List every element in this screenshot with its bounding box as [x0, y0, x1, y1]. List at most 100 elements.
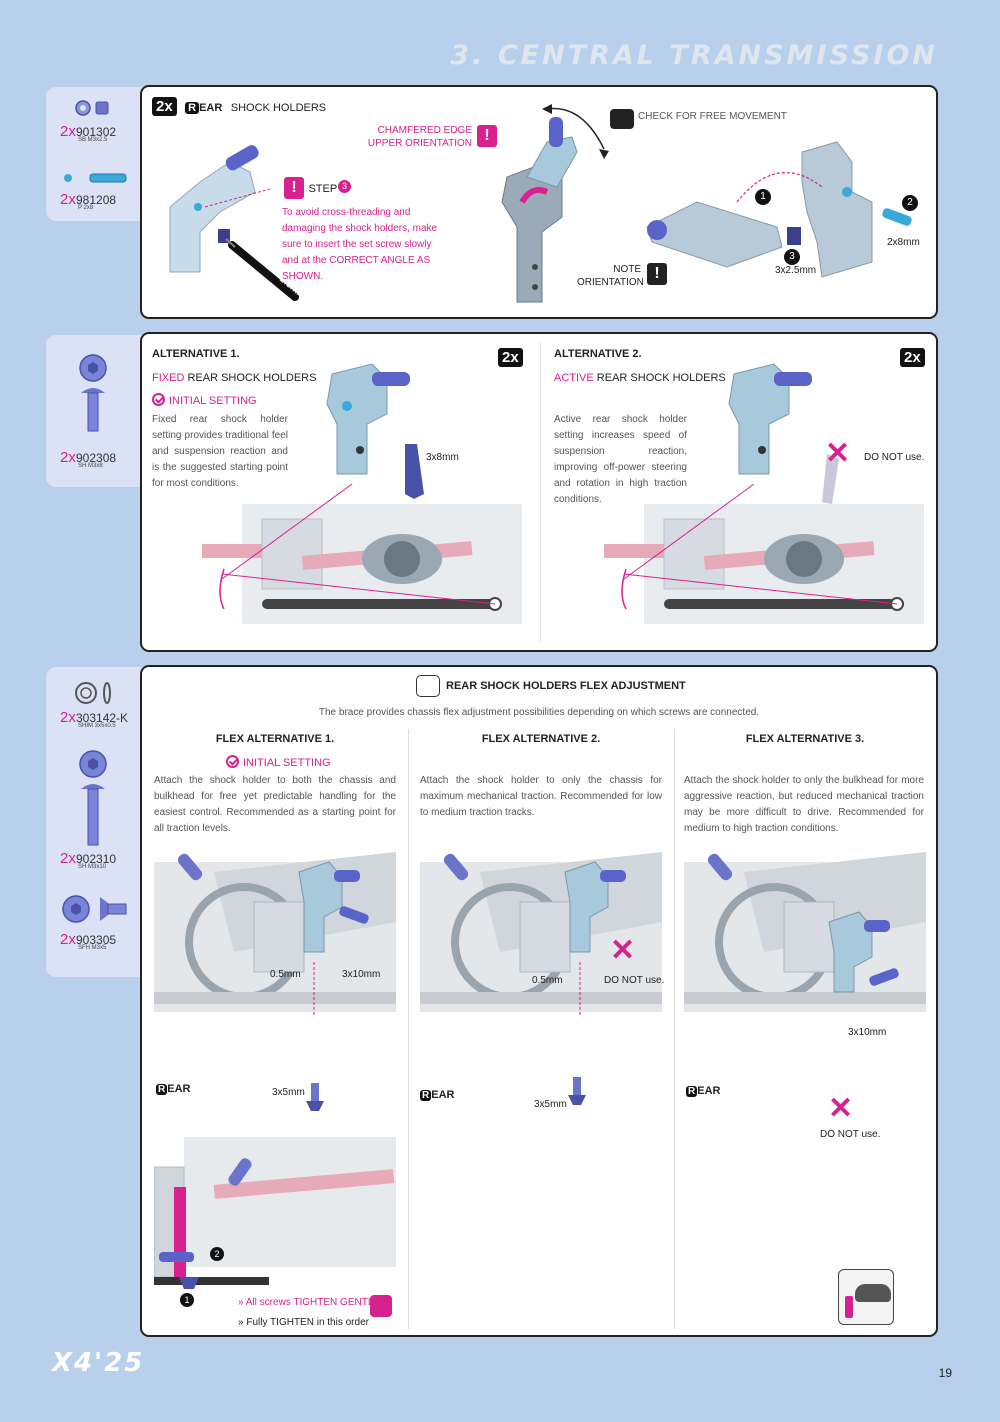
alternatives-panel: ALTERNATIVE 1. 2x FIXED REAR SHOCK HOLDE… — [140, 332, 938, 652]
flex-alt3-do-not-use: DO NOT use. — [820, 1129, 881, 1140]
callout-1: 1 — [755, 189, 771, 205]
flex-alt1-chassis-illustration — [154, 852, 396, 1017]
rear-word: EAR — [199, 102, 223, 114]
rear-word: EAR — [431, 1089, 455, 1101]
rotation-arrow-icon — [542, 104, 609, 159]
flat-screw-icon — [306, 1083, 324, 1111]
wrench-icon — [610, 109, 634, 129]
page-title: 3. CENTRAL TRANSMISSION — [450, 40, 938, 71]
flex-alt2-chassis-illustration — [420, 852, 662, 1017]
parts-sidebar-1: 2x901302 SB M3x2.5 2x981208 P 2x8 — [46, 87, 150, 221]
column-divider-2 — [674, 729, 675, 1329]
button-head-screw-icon — [79, 354, 107, 432]
flex-alt2-description: Attach the shock holder to only the chas… — [420, 775, 662, 818]
rear-word: EAR — [697, 1085, 721, 1097]
rear-mark: R — [156, 1084, 168, 1095]
alt2-do-not-use: DO NOT use. — [864, 452, 925, 463]
check-icon — [226, 755, 239, 768]
chamfer-warning-icon: ! — [477, 125, 497, 147]
flex-alt3-chassis-illustration — [684, 852, 926, 1012]
step-instructions: To avoid cross-threading and damaging th… — [282, 207, 438, 282]
panel-title: SHOCK HOLDERS — [230, 102, 327, 114]
pivot-holder-illustration — [501, 117, 578, 303]
flex-alt1-side-illustration — [154, 1137, 396, 1289]
flex-alt2-do-not-use-icon: ✕ — [610, 934, 636, 967]
pin-icon — [64, 173, 127, 183]
flex-panel-title: REAR SHOCK HOLDERS FLEX ADJUSTMENT — [446, 680, 686, 692]
alt1-initial-setting: INITIAL SETTING — [169, 395, 257, 407]
parts-sidebar-3: 2x303142-K SHIM 3x5x0.5 2x902310 SH M3x1… — [46, 667, 150, 977]
flex-callout-1: 1 — [180, 1293, 194, 1307]
flex-alt1-initial-setting: INITIAL SETTING — [243, 757, 331, 769]
flex-panel-intro: The brace provides chassis flex adjustme… — [318, 707, 760, 718]
flex-alt2-do-not-use: DO NOT use. — [604, 975, 665, 986]
parts-sidebar-2: 2x902308 SH M3x8 — [46, 335, 150, 487]
step-label: STEP — [308, 183, 338, 195]
flex-callout-2: 2 — [210, 1247, 224, 1261]
note-warning-icon: ! — [647, 263, 667, 285]
alt2-quantity-badge: 2x — [900, 348, 925, 367]
callout-2: 2 — [902, 195, 918, 211]
rear-mark: R — [420, 1090, 432, 1101]
pin-size-label: 2x8mm — [887, 237, 920, 248]
flex-alt3-do-not-use-icon: ✕ — [828, 1092, 854, 1125]
page-number: 19 — [938, 1366, 952, 1380]
part-902310: 2x902310 SH M3x10 — [60, 850, 117, 870]
brand-logo: X4'25 — [52, 1348, 145, 1378]
flex-alt1-heading: FLEX ALTERNATIVE 1. — [215, 733, 335, 745]
holder-assembly-illustration — [646, 141, 912, 278]
alt1-quantity-badge: 2x — [498, 348, 523, 367]
rear-word: EAR — [167, 1083, 191, 1095]
tighten-tool-icon — [370, 1295, 392, 1317]
flex-alt1-description: Attach the shock holder to both the chas… — [154, 775, 396, 834]
flex-note-tighten-gently: » All screws TIGHTEN GENTLY — [238, 1297, 380, 1308]
alt2-heading: ALTERNATIVE 2. — [554, 348, 642, 360]
alt1-description: Fixed rear shock holder setting provides… — [152, 414, 288, 489]
shim-icon — [75, 682, 111, 704]
flex-alt1-shim: 0.5mm — [270, 969, 301, 980]
flex-alt3-description: Attach the shock holder to only the bulk… — [684, 775, 924, 834]
bushing-icon — [75, 100, 109, 116]
alt1-subtitle: REAR SHOCK HOLDERS — [187, 372, 317, 384]
alt1-screw-size: 3x8mm — [426, 452, 459, 463]
flex-alt2-shim: 0.5mm — [532, 975, 563, 986]
note-orientation: NOTE ORIENTATION — [577, 264, 644, 288]
part-901302: 2x901302 SB M3x2.5 — [60, 123, 117, 143]
flex-alt1-screw-bottom: 3x5mm — [272, 1087, 305, 1098]
flex-alt1-screw-top: 3x10mm — [342, 969, 381, 980]
alt2-chassis-illustration — [604, 363, 924, 624]
flex-alt3-heading: FLEX ALTERNATIVE 3. — [745, 733, 865, 745]
column-divider-1 — [408, 729, 409, 1329]
alt2-do-not-use-icon: ✕ — [825, 437, 851, 470]
flex-adjustment-panel: REAR SHOCK HOLDERS FLEX ADJUSTMENT The b… — [140, 665, 938, 1337]
alt1-kind: FIXED — [152, 372, 185, 384]
alt2-subtitle: REAR SHOCK HOLDERS — [596, 372, 726, 384]
alt2-description: Active rear shock holder setting increas… — [554, 414, 687, 505]
warning-icon: ! — [284, 177, 304, 199]
part-902308: 2x902308 SH M3x8 — [60, 449, 117, 469]
part-903305: 2x903305 SFH M3x5 — [60, 931, 117, 951]
socket-head-screw-icon — [79, 750, 107, 846]
screw-size-label: 3x2.5mm — [775, 265, 817, 276]
flat-screw-icon — [568, 1077, 586, 1105]
alt2-kind: ACTIVE — [554, 372, 594, 384]
panel-divider — [540, 342, 541, 642]
settings-icon — [416, 675, 440, 697]
rear-mark: R — [185, 102, 200, 114]
alt1-chassis-illustration — [202, 363, 522, 624]
quantity-badge: 2x — [152, 97, 177, 116]
callout-3: 3 — [784, 249, 800, 265]
part-981208: 2x981208 P 2x8 — [60, 191, 117, 211]
part-303142-k: 2x303142-K SHIM 3x5x0.5 — [60, 709, 129, 729]
check-movement-note: CHECK FOR FREE MOVEMENT — [638, 111, 787, 122]
check-icon — [152, 393, 165, 406]
car-warning-icon — [838, 1269, 894, 1325]
chamfer-note: CHAMFERED EDGE UPPER ORIENTATION — [367, 125, 472, 149]
shock-holder-illustration — [169, 145, 299, 301]
flex-alt2-heading: FLEX ALTERNATIVE 2. — [481, 733, 601, 745]
flex-alt3-screw-top: 3x10mm — [848, 1027, 887, 1038]
step-number: 3 — [338, 180, 351, 193]
flex-note-tighten-order: » Fully TIGHTEN in this order — [238, 1317, 369, 1328]
rear-mark: R — [686, 1086, 698, 1097]
